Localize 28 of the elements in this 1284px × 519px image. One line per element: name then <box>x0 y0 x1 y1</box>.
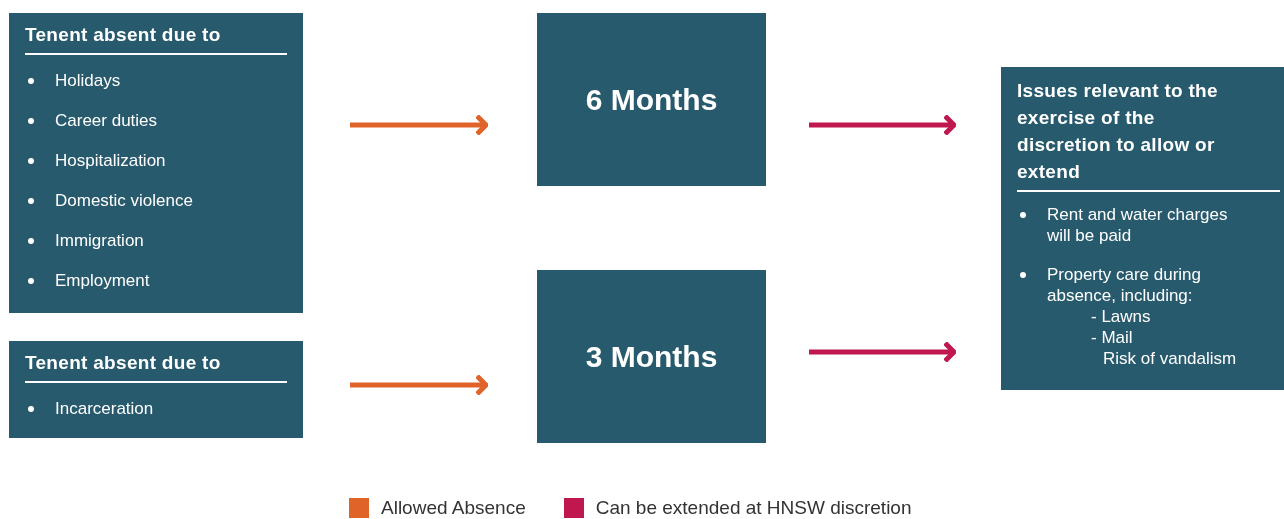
bullet-item: Immigration <box>55 230 144 252</box>
bullet-item: Rent and water charges will be paid <box>1047 204 1229 246</box>
sub-item: - Lawns <box>1090 306 1152 327</box>
bullet-item: Property care during absence, including: <box>1047 264 1203 306</box>
bullet-item: Incarceration <box>55 398 154 420</box>
bullet-item: Career duties <box>55 110 158 132</box>
duration-box <box>537 270 766 443</box>
arrow <box>809 113 957 137</box>
arrow <box>350 373 489 397</box>
arrow <box>350 113 489 137</box>
sub-item: Risk of vandalism <box>1102 348 1238 369</box>
duration-box <box>537 13 766 186</box>
box-heading: Tenent absent due to <box>25 23 287 55</box>
legend-label: Allowed Absence <box>381 497 526 519</box>
info-box <box>9 13 303 313</box>
legend-label: Can be extended at HNSW discretion <box>595 497 912 519</box>
bullet-item: Hospitalization <box>55 150 166 172</box>
sub-item: - Mail <box>1090 327 1134 348</box>
duration-label: 6 Months <box>585 82 718 117</box>
bullet-item: Employment <box>55 270 150 292</box>
box-heading: Issues relevant to the exercise of the discretion to allow or extend <box>1017 77 1280 192</box>
box-heading: Tenent absent due to <box>25 351 287 383</box>
info-box <box>9 341 303 438</box>
info-box <box>1001 67 1284 390</box>
duration-label: 3 Months <box>585 339 718 374</box>
arrow <box>809 340 957 364</box>
bullet-item: Domestic violence <box>55 190 193 212</box>
bullet-item: Holidays <box>55 70 121 92</box>
